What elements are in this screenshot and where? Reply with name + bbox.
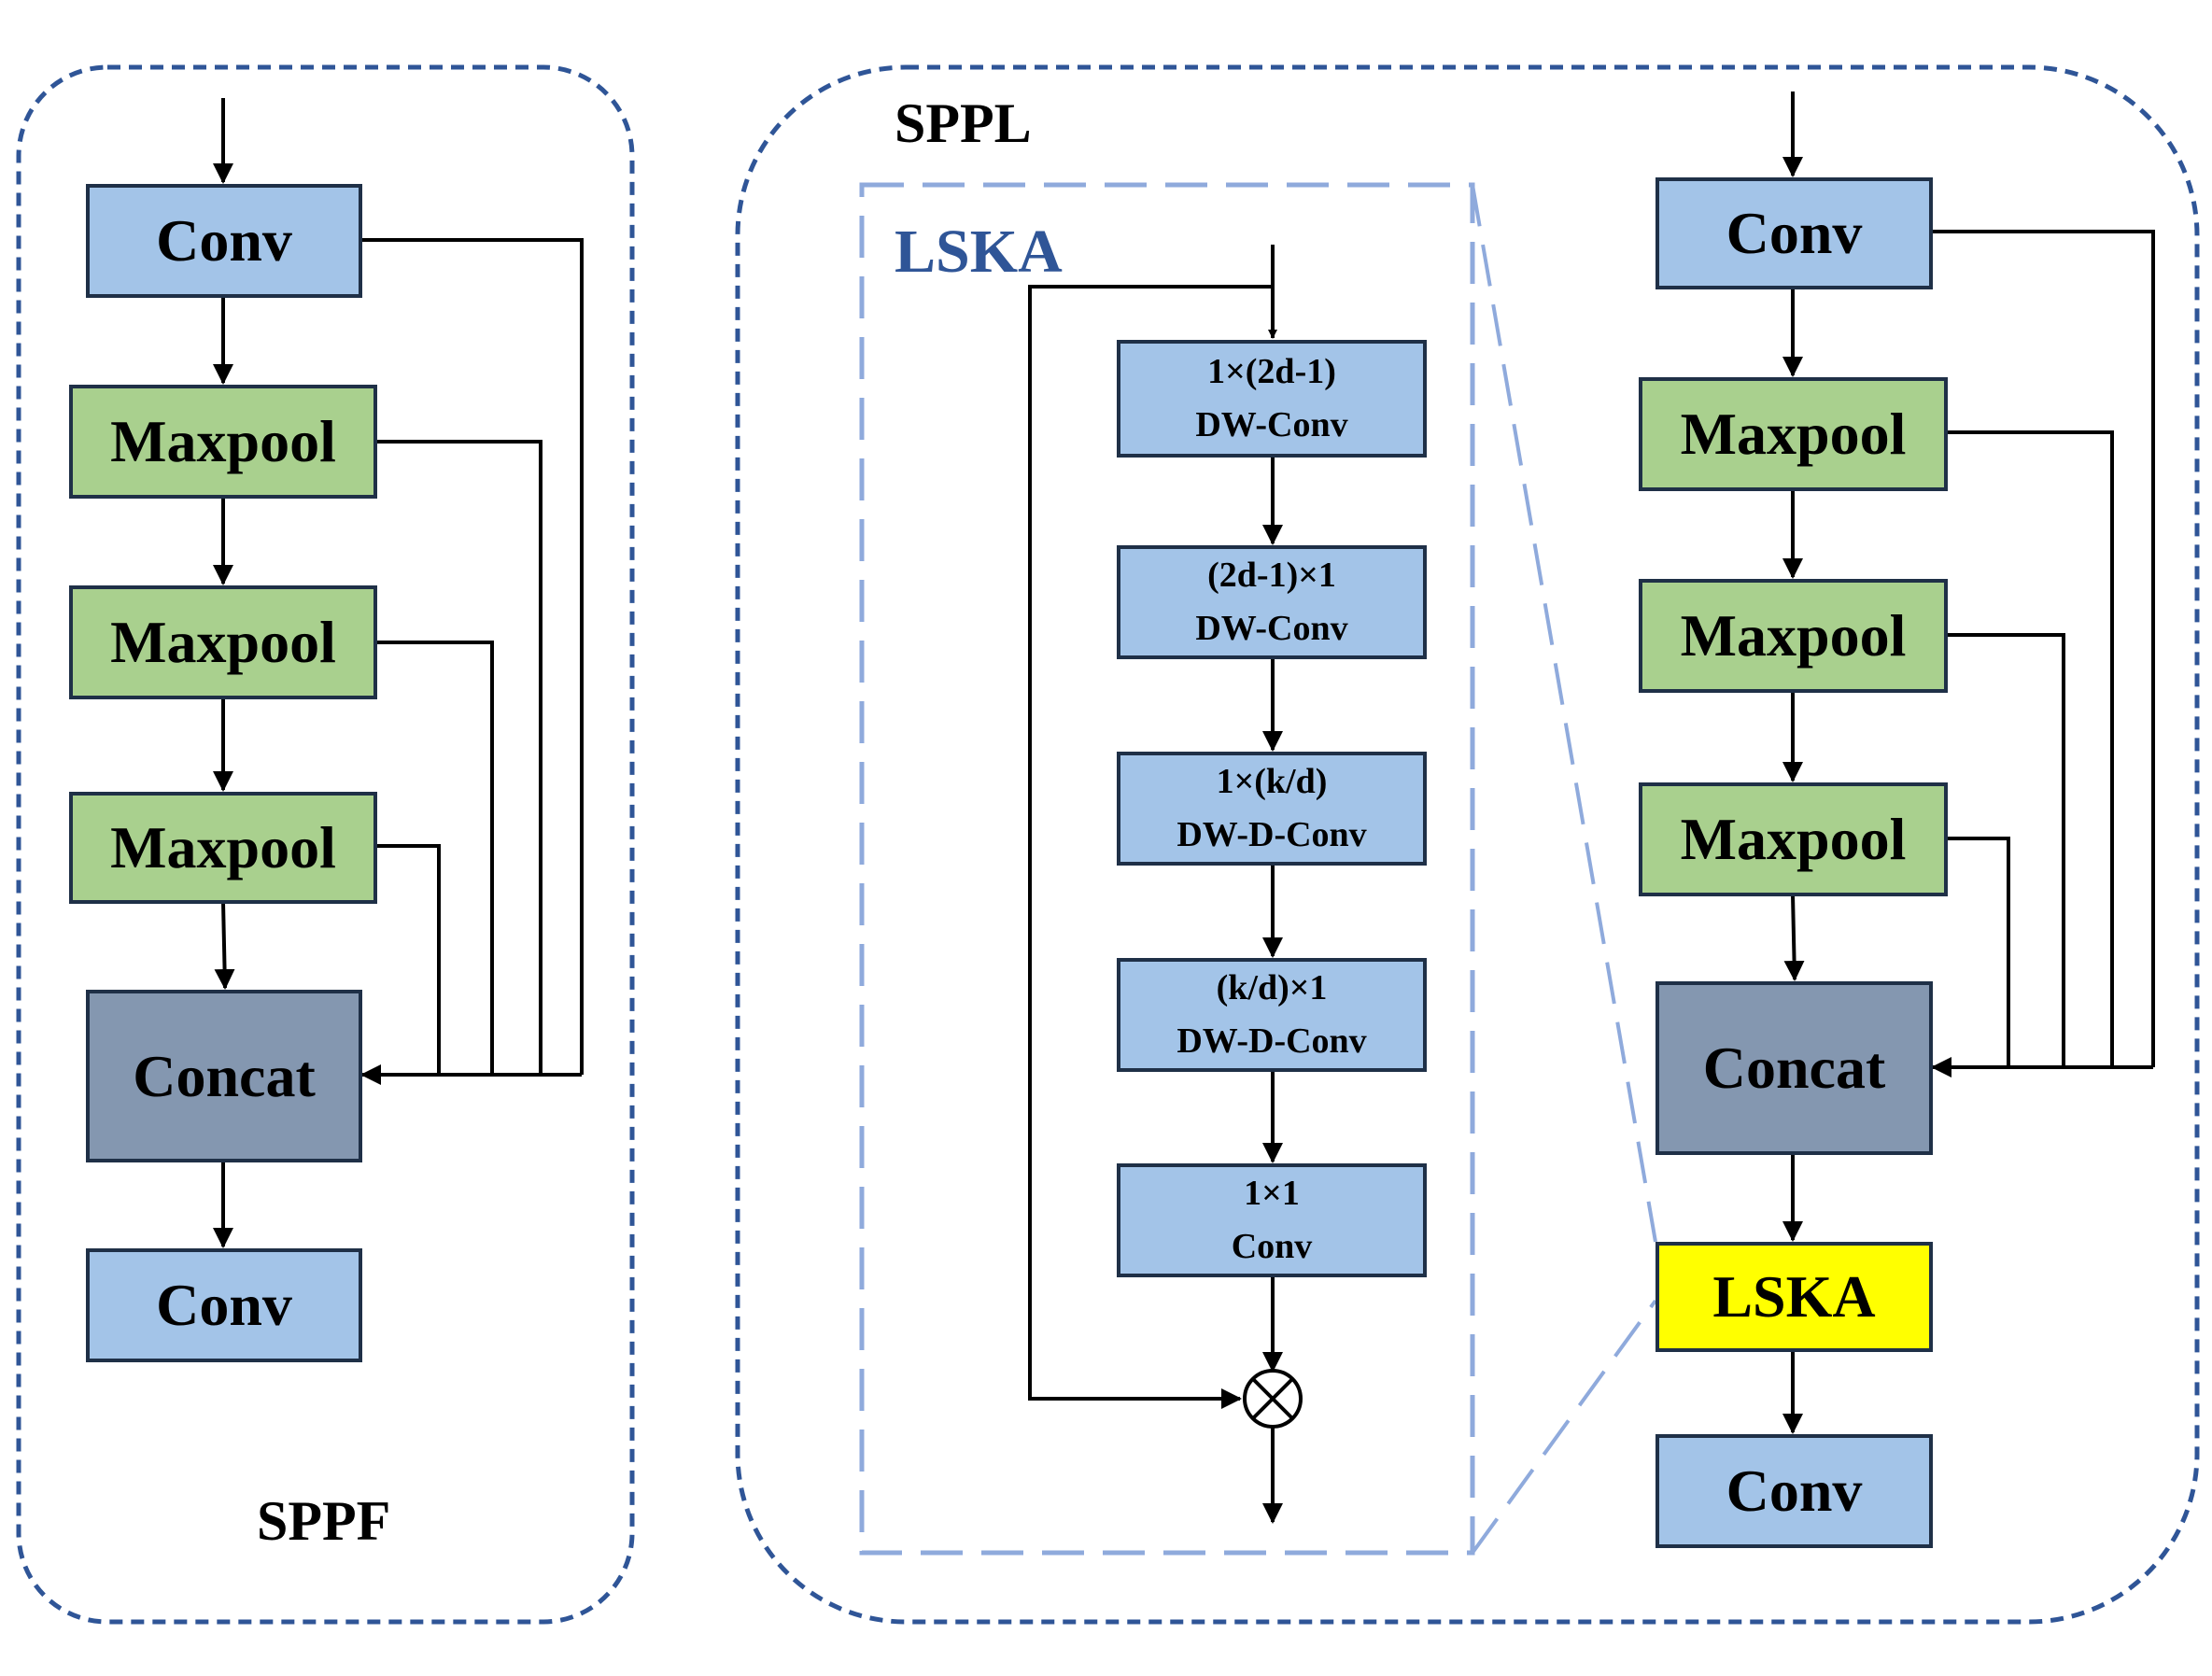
lska-block-1-line1: 1×(2d-1) bbox=[1207, 352, 1336, 391]
lska-block-3: 1×(k/d) DW-D-Conv bbox=[1117, 752, 1427, 866]
sppf-maxpool-3: Maxpool bbox=[69, 792, 377, 904]
lska-residual-line bbox=[1028, 285, 1273, 1409]
lska-block-2-line2: DW-Conv bbox=[1195, 609, 1348, 648]
multiply-node-icon bbox=[1243, 1369, 1303, 1429]
sppl-maxpool-2: Maxpool bbox=[1639, 579, 1948, 693]
lska-detail-title: LSKA bbox=[895, 218, 1063, 286]
sppf-skip-mp3 bbox=[374, 844, 441, 1075]
sppl-conv-bottom: Conv bbox=[1655, 1434, 1933, 1548]
sppl-maxpool-3: Maxpool bbox=[1639, 782, 1948, 896]
sppf-conv-top: Conv bbox=[86, 184, 362, 298]
sppl-title: SPPL bbox=[895, 92, 1032, 154]
sppf-skip-conv bbox=[360, 238, 584, 1075]
sppl-conv-top: Conv bbox=[1655, 177, 1933, 289]
lska-zoom-frame bbox=[859, 182, 1475, 1556]
lska-block-3-line2: DW-D-Conv bbox=[1176, 815, 1367, 854]
sppf-conv-bottom: Conv bbox=[86, 1248, 362, 1362]
sppl-skip-mp2 bbox=[1946, 633, 2065, 1067]
sppf-title: SPPF bbox=[257, 1490, 391, 1552]
sppl-skip-mp3 bbox=[1946, 837, 2010, 1067]
lska-block-1-line2: DW-Conv bbox=[1195, 405, 1348, 444]
lska-block-5-line1: 1×1 bbox=[1244, 1174, 1300, 1213]
sppl-maxpool-1: Maxpool bbox=[1639, 377, 1948, 491]
zoom-guide-top bbox=[1471, 184, 1657, 1243]
sppl-lska: LSKA bbox=[1655, 1242, 1933, 1352]
lska-block-2: (2d-1)×1 DW-Conv bbox=[1117, 545, 1427, 659]
sppl-skip-mp1 bbox=[1946, 430, 2114, 1067]
lska-block-1: 1×(2d-1) DW-Conv bbox=[1117, 340, 1427, 458]
sppf-panel bbox=[16, 64, 635, 1625]
sppf-concat: Concat bbox=[86, 990, 362, 1162]
sppl-panel bbox=[735, 64, 2200, 1625]
lska-block-4-line1: (k/d)×1 bbox=[1216, 968, 1328, 1007]
sppf-arrow-4 bbox=[214, 901, 235, 990]
lska-block-3-line1: 1×(k/d) bbox=[1216, 762, 1328, 801]
sppl-arrow-4 bbox=[1783, 894, 1805, 981]
lska-block-5: 1×1 Conv bbox=[1117, 1163, 1427, 1277]
sppf-skip-mp2 bbox=[374, 641, 494, 1075]
lska-block-2-line1: (2d-1)×1 bbox=[1207, 556, 1336, 595]
zoom-guide-bottom bbox=[1471, 1299, 1657, 1555]
lska-block-4-line2: DW-D-Conv bbox=[1176, 1021, 1367, 1061]
lska-block-4: (k/d)×1 DW-D-Conv bbox=[1117, 958, 1427, 1072]
sppf-skip-mp1 bbox=[374, 440, 542, 1075]
sppl-skip-conv bbox=[1931, 230, 2155, 1067]
sppf-maxpool-2: Maxpool bbox=[69, 585, 377, 699]
sppf-maxpool-1: Maxpool bbox=[69, 385, 377, 499]
lska-block-5-line2: Conv bbox=[1231, 1227, 1313, 1266]
sppl-concat: Concat bbox=[1655, 981, 1933, 1155]
